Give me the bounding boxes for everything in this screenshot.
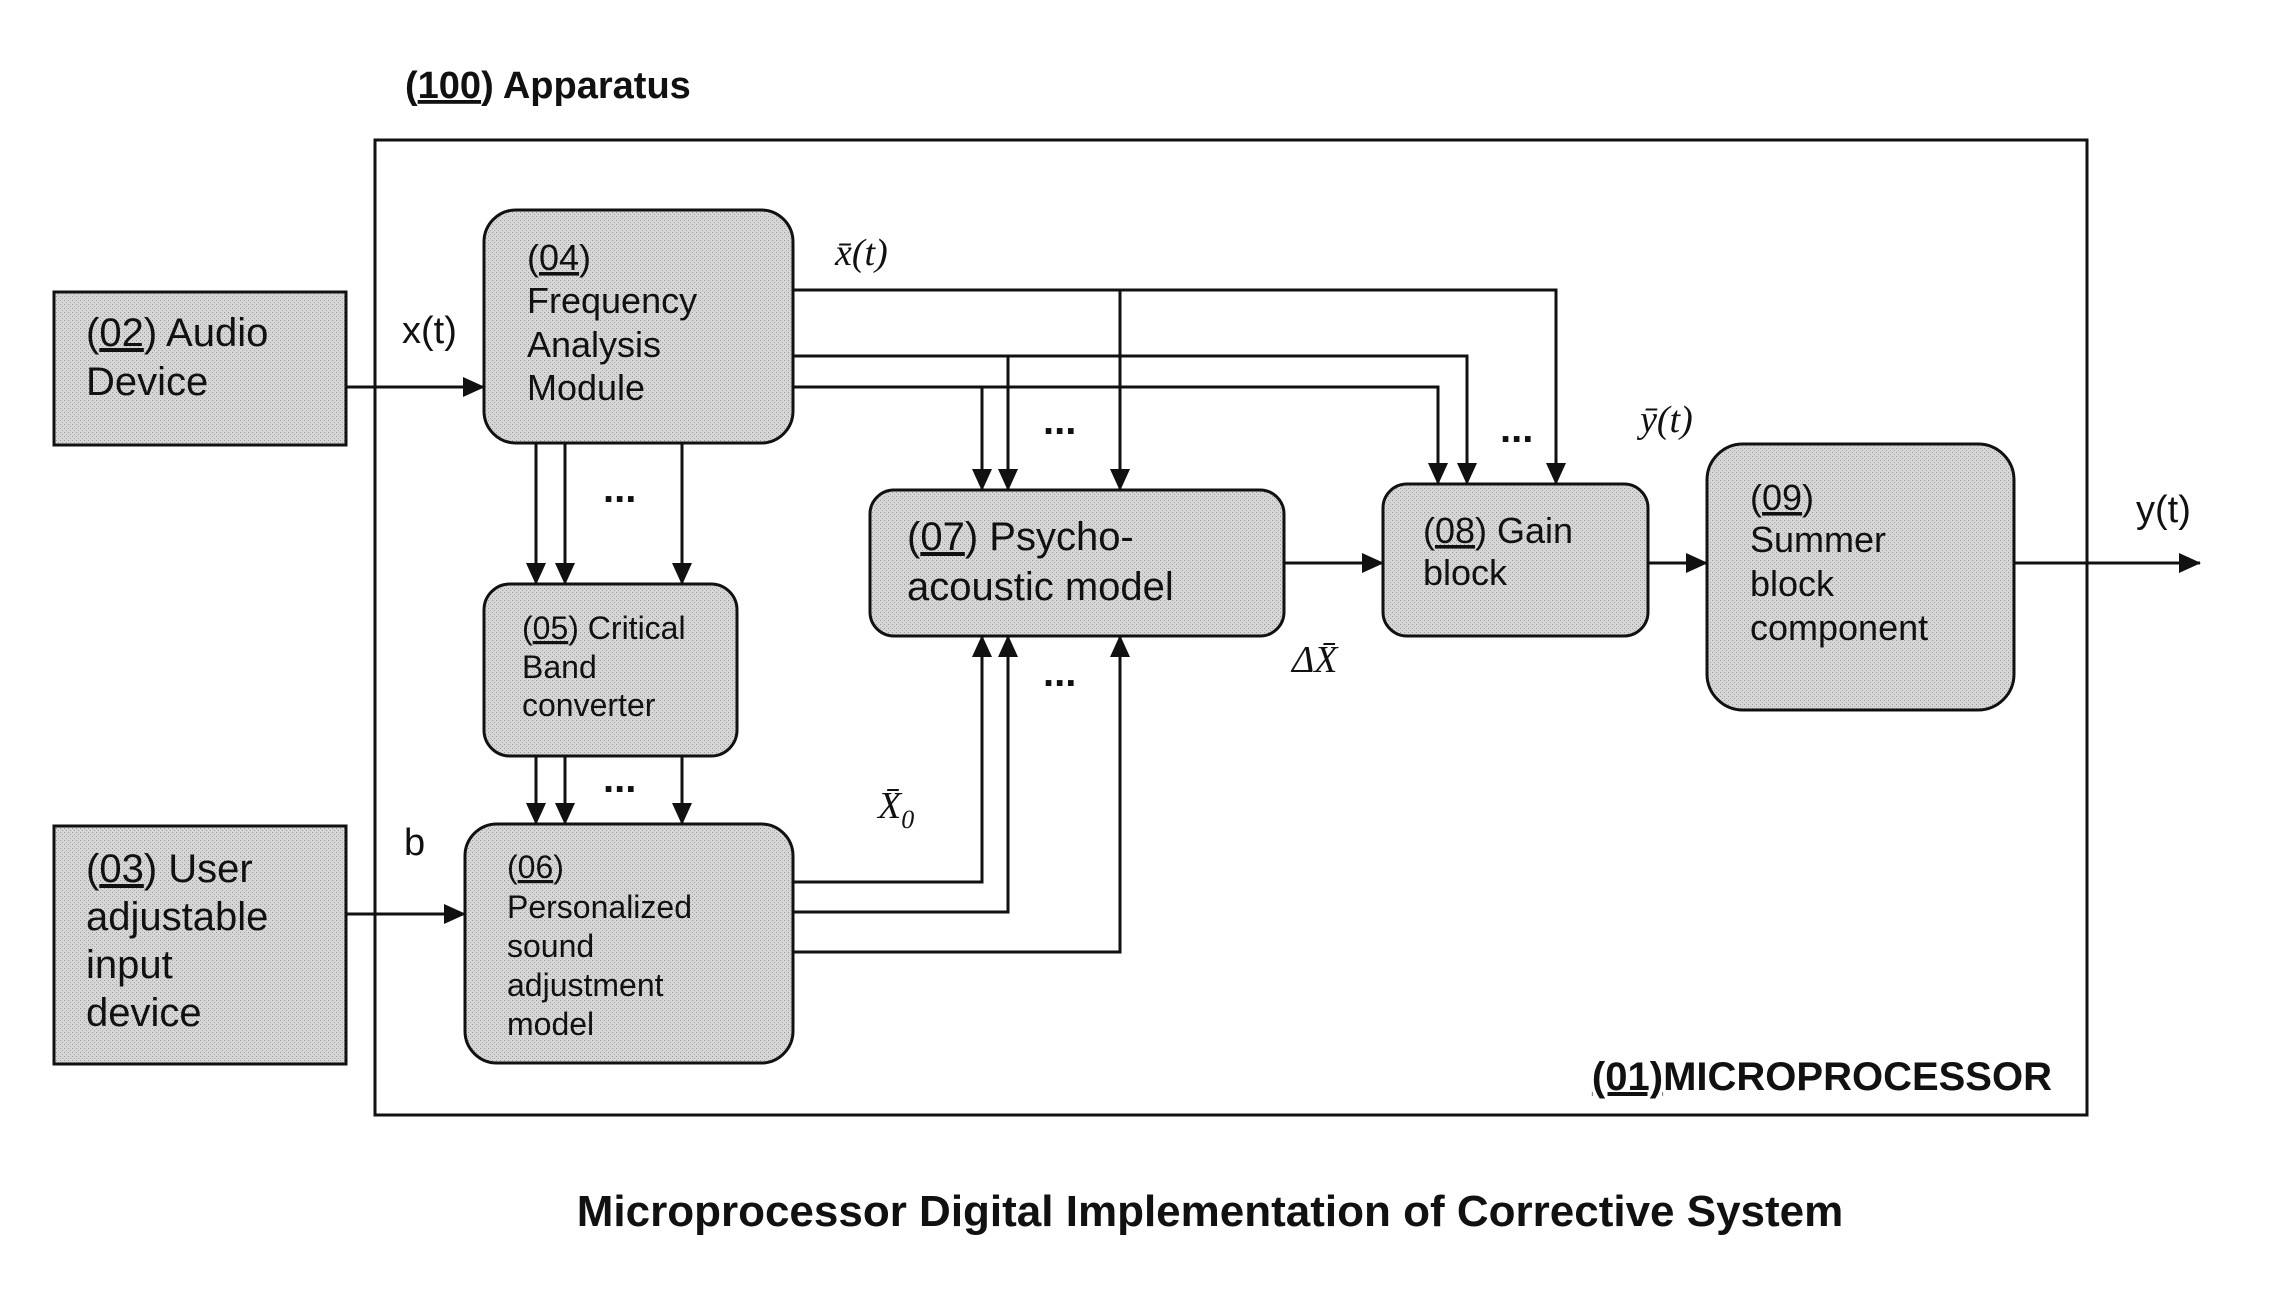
personalized-model-block: (06) Personalized sound adjustment model	[465, 824, 793, 1063]
svg-text:device: device	[86, 991, 202, 1035]
ellipsis-cb-pers: ...	[603, 757, 636, 801]
ellipsis-top-psy: ...	[1043, 399, 1076, 443]
signal-xbar-t: x̄(t)	[834, 232, 888, 274]
svg-text:(05) Critical: (05) Critical	[522, 610, 686, 646]
ellipsis-gain: ...	[1500, 407, 1533, 451]
svg-text:(09): (09)	[1750, 477, 1814, 518]
microprocessor-label: (01)MICROPROCESSOR	[1592, 1055, 2052, 1099]
svg-text:block: block	[1750, 563, 1835, 604]
signal-delta-x: ΔX̄	[1290, 639, 1339, 681]
apparatus-label: (100) Apparatus	[405, 65, 691, 107]
ellipsis-bottom-psy: ...	[1043, 651, 1076, 695]
svg-text:component: component	[1750, 607, 1928, 648]
svg-text:(08) Gain: (08) Gain	[1423, 510, 1573, 551]
summer-block: (09) Summer block component	[1707, 444, 2014, 710]
svg-text:converter: converter	[522, 687, 656, 723]
svg-text:Personalized: Personalized	[507, 889, 692, 925]
svg-text:acoustic model: acoustic model	[907, 565, 1174, 609]
svg-text:(07) Psycho-: (07) Psycho-	[907, 515, 1134, 559]
svg-text:Module: Module	[527, 367, 645, 408]
svg-text:model: model	[507, 1006, 594, 1042]
svg-text:Analysis: Analysis	[527, 324, 661, 365]
svg-text:Summer: Summer	[1750, 519, 1886, 560]
svg-text:Frequency: Frequency	[527, 280, 697, 321]
signal-y-t: y(t)	[2136, 489, 2191, 531]
svg-text:adjustment: adjustment	[507, 967, 664, 1003]
svg-text:block: block	[1423, 552, 1508, 593]
user-input-device-block: (03) User adjustable input device	[54, 826, 346, 1064]
signal-b: b	[404, 822, 425, 864]
freq-line-3-to-gain	[793, 387, 1438, 484]
critical-band-block: (05) Critical Band converter	[484, 584, 737, 756]
signal-ybar-t: ȳ(t)	[1636, 399, 1693, 441]
pers-line-2-to-psy	[793, 636, 1008, 912]
svg-text:Device: Device	[86, 360, 208, 404]
svg-text:sound: sound	[507, 928, 594, 964]
svg-text:(03) User: (03) User	[86, 847, 253, 891]
svg-text:(06): (06)	[507, 849, 564, 885]
figure-caption: Microprocessor Digital Implementation of…	[577, 1187, 1844, 1236]
svg-text:adjustable: adjustable	[86, 895, 268, 939]
freq-line-2-to-gain	[793, 356, 1467, 484]
frequency-analysis-block: (04) Frequency Analysis Module	[484, 210, 793, 443]
audio-device-block: (02) Audio Device	[54, 292, 346, 445]
svg-text:Band: Band	[522, 649, 597, 685]
svg-text:(02) Audio: (02) Audio	[86, 311, 268, 355]
signal-x0: X̄0	[876, 785, 914, 834]
signal-x-t: x(t)	[402, 310, 457, 352]
psychoacoustic-model-block: (07) Psycho- acoustic model	[870, 490, 1284, 636]
pers-line-1-to-psy	[793, 636, 982, 882]
gain-block: (08) Gain block	[1383, 484, 1648, 636]
svg-text:input: input	[86, 943, 173, 987]
svg-text:(04): (04)	[527, 237, 591, 278]
ellipsis-freq-cb: ...	[603, 467, 636, 511]
